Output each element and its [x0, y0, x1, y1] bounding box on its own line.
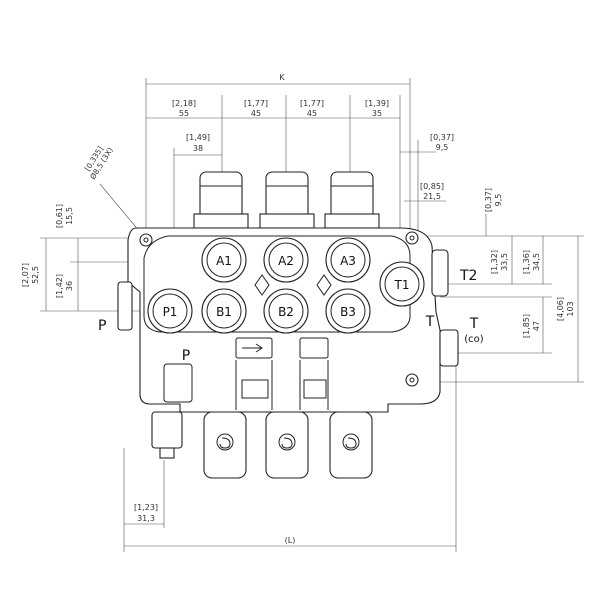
mid-dim-2-inch: [0,85] [420, 182, 444, 191]
left-dim-1-inch: [0,61] [55, 204, 64, 228]
valve-body: A1 A2 A3 P1 B1 B2 B3 [117, 171, 459, 479]
top-dim-4-inch: [1,39] [365, 99, 389, 108]
right-dim-5-mm: 103 [566, 301, 575, 316]
port-A3: A3 [325, 237, 371, 283]
port-B1-label: B1 [216, 305, 232, 319]
side-label-co: (co) [464, 334, 484, 345]
left-dim-1-mm: 15,5 [65, 207, 74, 225]
top-dim-1-mm: 55 [179, 109, 189, 118]
mid-dim-1-mm: 38 [193, 144, 203, 153]
actuator-3 [329, 411, 373, 479]
right-dim-1-mm: 9,5 [494, 194, 503, 207]
port-A2-label: A2 [278, 254, 294, 268]
actuator-1 [203, 411, 247, 479]
mounting-holes [139, 231, 419, 387]
left-dim-3-inch: [1,42] [55, 274, 64, 298]
right-dim-5-inch: [4,06] [556, 297, 565, 321]
left-dim-3-mm: 36 [65, 281, 74, 291]
port-B3-label: B3 [340, 305, 356, 319]
side-label-T: T [469, 316, 479, 332]
left-dim-2-inch: [2,07] [21, 263, 30, 287]
port-T1: T1 [379, 261, 425, 307]
top-dim-2-mm: 45 [251, 109, 261, 118]
right-dim-4-mm: 47 [532, 321, 541, 331]
top-dim-2-inch: [1,77] [244, 99, 268, 108]
top-dim-3-mm: 45 [307, 109, 317, 118]
mid-dim-2-mm: 21,5 [423, 192, 441, 201]
side-label-T2: T2 [459, 268, 477, 284]
top-dim-1-inch: [2,18] [172, 99, 196, 108]
port-A1: A1 [201, 237, 247, 283]
top-dim-3-inch: [1,77] [300, 99, 324, 108]
right-dim-2-mm: 33,5 [500, 253, 509, 271]
right-dim-3-mm: 34,5 [532, 253, 541, 271]
actuator-2 [265, 411, 309, 479]
side-label-P: P [98, 318, 106, 334]
right-dim-3-inch: [1,36] [522, 250, 531, 274]
marker-T: T [425, 314, 435, 330]
marker-P: P [182, 348, 190, 364]
left-dim-2-mm: 52,5 [31, 266, 40, 284]
port-P1: P1 [147, 288, 193, 334]
port-T1-label: T1 [394, 278, 410, 292]
top-dim-5-inch: [0,37] [430, 133, 454, 142]
bottom-dim-1-inch: [1,23] [134, 503, 158, 512]
port-A1-label: A1 [216, 254, 232, 268]
spool-caps [193, 171, 380, 229]
top-dim-4-mm: 35 [372, 109, 382, 118]
mid-dim-1-inch: [1,49] [186, 133, 210, 142]
right-dim-2-inch: [1,32] [490, 250, 499, 274]
port-P1-label: P1 [163, 305, 178, 319]
port-B3: B3 [325, 288, 371, 334]
top-overall-label: K [279, 73, 285, 82]
port-B2: B2 [263, 288, 309, 334]
port-B1: B1 [201, 288, 247, 334]
port-B2-label: B2 [278, 305, 294, 319]
port-A3-label: A3 [340, 254, 356, 268]
bottom-overall-label: (L) [285, 536, 296, 545]
bottom-dimensions: [1,23] 31,3 (L) [123, 350, 457, 552]
bottom-dim-1-mm: 31,3 [137, 514, 155, 523]
right-dim-1-inch: [0,37] [484, 188, 493, 212]
right-dim-4-inch: [1,85] [522, 314, 531, 338]
port-A2: A2 [263, 237, 309, 283]
right-dimensions: [0,37] 9,5 [1,32] 33,5 [1,36] 34,5 [1,85… [412, 188, 584, 383]
top-dim-5-mm: 9,5 [436, 143, 449, 152]
